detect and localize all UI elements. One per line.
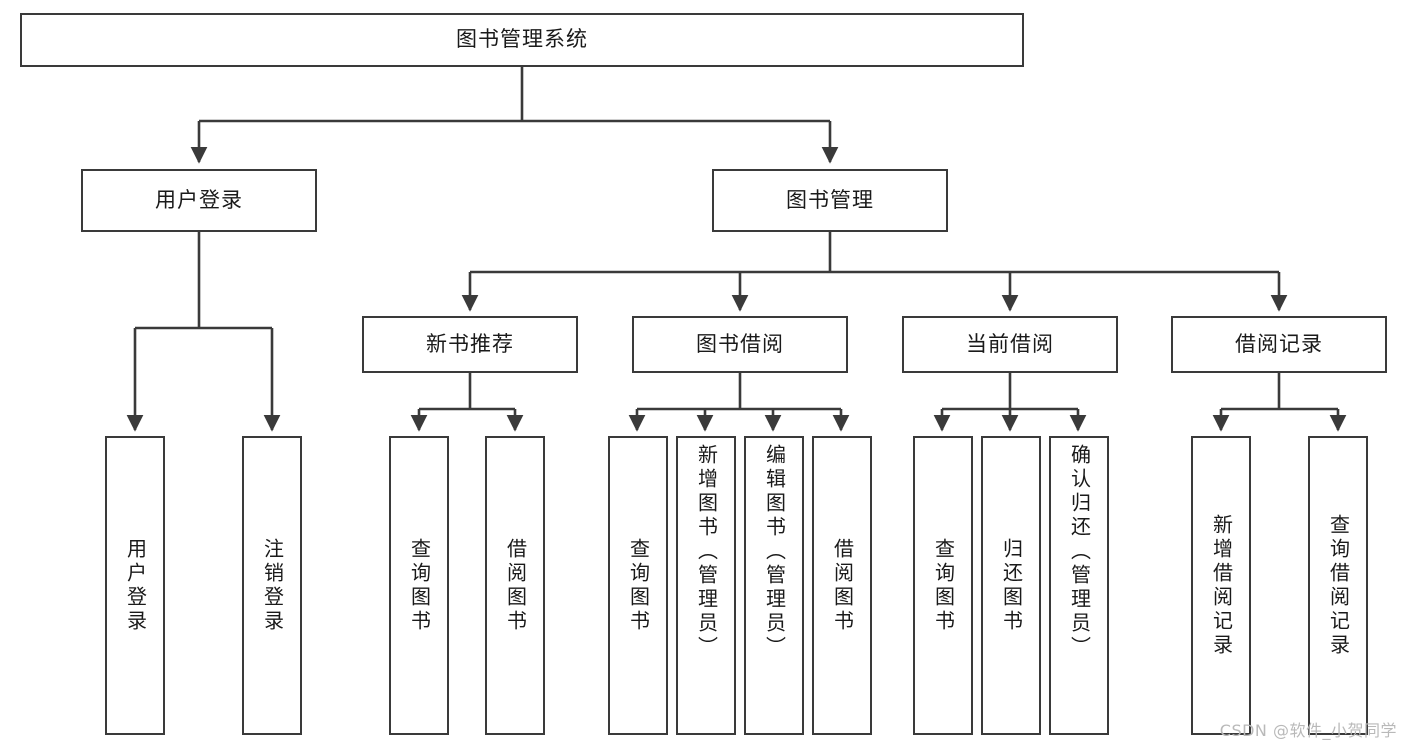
leaf-current-confirm-return-admin[interactable]: 确认归还（管理员）: [1049, 436, 1109, 735]
leaf-records-add-record[interactable]: 新增借阅记录: [1191, 436, 1251, 735]
node-label: 图书借阅: [696, 331, 784, 356]
node-borrow-records[interactable]: 借阅记录: [1171, 316, 1387, 373]
node-label: 当前借阅: [966, 331, 1054, 356]
node-label: 编辑图书（管理员）: [762, 444, 787, 660]
leaf-current-return-book[interactable]: 归还图书: [981, 436, 1041, 735]
node-label: 查询图书: [407, 537, 432, 634]
node-new-book-recommend[interactable]: 新书推荐: [362, 316, 578, 373]
node-book-management[interactable]: 图书管理: [712, 169, 948, 232]
node-current-borrow[interactable]: 当前借阅: [902, 316, 1118, 373]
node-label: 借阅图书: [503, 537, 528, 634]
leaf-records-query-record[interactable]: 查询借阅记录: [1308, 436, 1368, 735]
node-label: 图书管理系统: [456, 27, 588, 52]
leaf-user-login-logout[interactable]: 注销登录: [242, 436, 302, 735]
csdn-watermark: CSDN @软件_小贺同学: [1219, 721, 1397, 740]
node-label: 注销登录: [260, 537, 285, 634]
leaf-borrow-borrow-book[interactable]: 借阅图书: [812, 436, 872, 735]
node-label: 借阅图书: [830, 537, 855, 634]
node-label: 借阅记录: [1235, 331, 1323, 356]
node-label: 图书管理: [786, 187, 874, 212]
node-label: 确认归还（管理员）: [1067, 444, 1092, 660]
node-label: 查询借阅记录: [1326, 513, 1351, 658]
leaf-user-login-login[interactable]: 用户登录: [105, 436, 165, 735]
node-label: 用户登录: [123, 537, 148, 634]
node-label: 新书推荐: [426, 331, 514, 356]
leaf-borrow-query-book[interactable]: 查询图书: [608, 436, 668, 735]
leaf-borrow-edit-book-admin[interactable]: 编辑图书（管理员）: [744, 436, 804, 735]
node-book-borrow[interactable]: 图书借阅: [632, 316, 848, 373]
leaf-recommend-borrow-book[interactable]: 借阅图书: [485, 436, 545, 735]
node-root-book-management-system[interactable]: 图书管理系统: [20, 13, 1024, 67]
node-label: 新增图书（管理员）: [694, 444, 719, 660]
node-label: 查询图书: [931, 537, 956, 634]
leaf-current-query-book[interactable]: 查询图书: [913, 436, 973, 735]
node-label: 新增借阅记录: [1209, 513, 1234, 658]
node-label: 用户登录: [155, 187, 243, 212]
node-user-login[interactable]: 用户登录: [81, 169, 317, 232]
leaf-recommend-query-book[interactable]: 查询图书: [389, 436, 449, 735]
leaf-borrow-add-book-admin[interactable]: 新增图书（管理员）: [676, 436, 736, 735]
node-label: 归还图书: [999, 537, 1024, 634]
node-label: 查询图书: [626, 537, 651, 634]
